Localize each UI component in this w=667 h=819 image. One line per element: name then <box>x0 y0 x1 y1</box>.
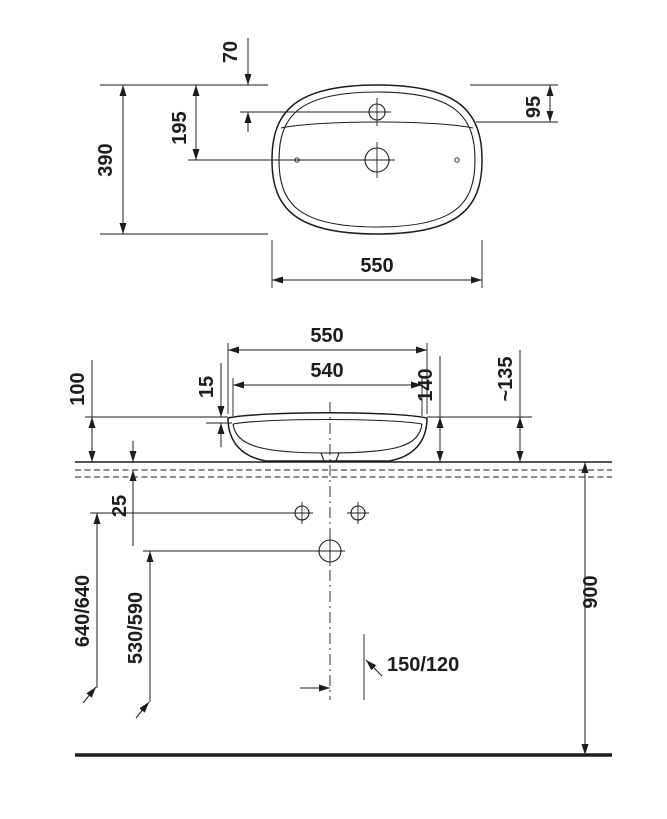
dim-label-150: 150/120 <box>387 654 459 676</box>
dim-label-95: 95 <box>523 96 545 118</box>
dim-diagonal-arrow-150 <box>365 659 383 677</box>
dim-label-70: 70 <box>220 41 242 63</box>
top-view: 390 195 70 95 550 <box>95 38 558 288</box>
basin-inner-outline <box>278 91 476 228</box>
dim-label-390: 390 <box>95 143 117 176</box>
drain-fitting-left <box>320 452 325 462</box>
basin-rim-top <box>227 412 428 419</box>
basin-outer-outline <box>271 84 483 235</box>
dim-label-550-top: 550 <box>360 255 393 277</box>
dim-label-640: 640/640 <box>72 575 94 647</box>
side-dot-right <box>454 157 460 163</box>
drain-fitting-right <box>335 452 340 462</box>
dim-label-15: 15 <box>196 376 218 398</box>
dim-label-900: 900 <box>580 575 602 608</box>
dim-label-540: 540 <box>310 360 343 382</box>
dim-label-100: 100 <box>67 372 89 405</box>
dim-label-530: 530/590 <box>125 592 147 664</box>
dim-label-135: ~135 <box>495 356 517 401</box>
dim-label-550-front: 550 <box>310 325 343 347</box>
basin-profile-outer <box>227 417 428 462</box>
dim-label-195: 195 <box>169 111 191 144</box>
front-view: 550 540 15 100 140 ~135 25 640/640 530/5… <box>67 325 612 757</box>
basin-bowl-interior <box>232 423 423 454</box>
dim-diagonal-arrow-640 <box>82 686 97 704</box>
basin-rim-inner <box>232 418 423 425</box>
dim-label-25: 25 <box>109 495 131 517</box>
dim-diagonal-arrow-530 <box>135 701 150 719</box>
dim-label-140: 140 <box>415 368 437 401</box>
